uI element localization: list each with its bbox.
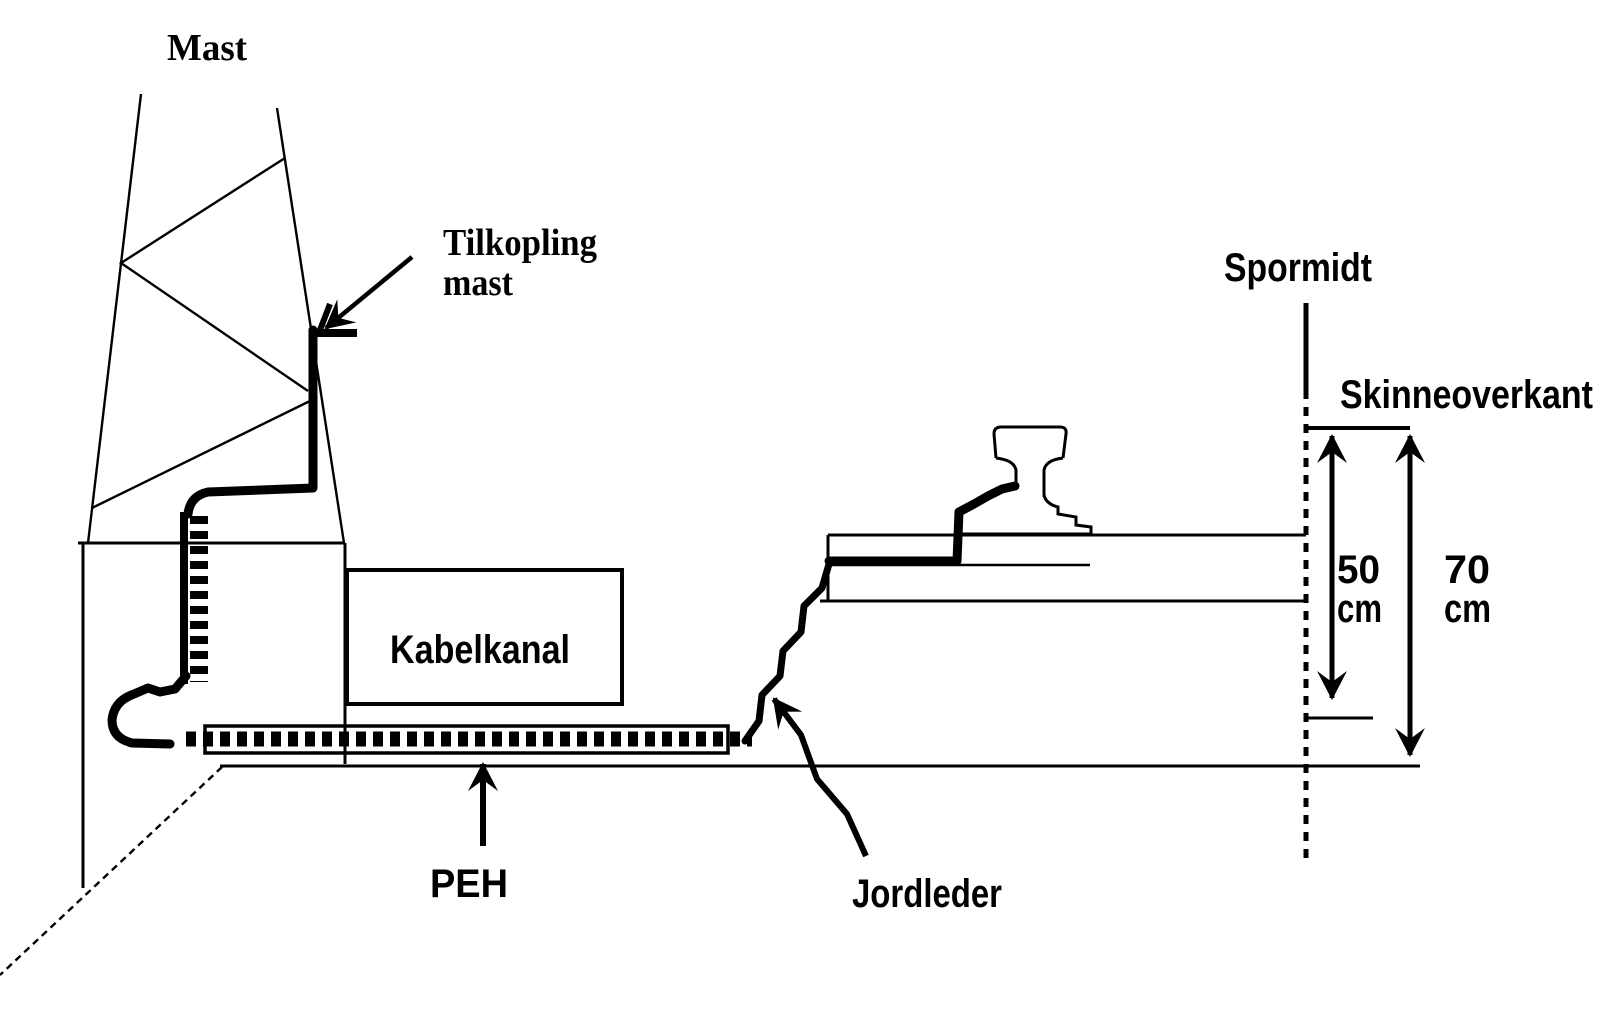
rail-foot	[957, 494, 1093, 536]
tilkopling-label-line2: mast	[443, 262, 513, 304]
mast-label: Mast	[167, 27, 247, 69]
jordleder-label: Jordleder	[852, 872, 1002, 916]
mast-right-leg	[275, 107, 346, 544]
jordleder-diagonal	[741, 560, 833, 745]
tilkopling-arrow	[324, 255, 414, 330]
dim-50-unit: cm	[1337, 587, 1382, 631]
embankment-slope-line	[0, 766, 223, 976]
rail-web-left	[995, 456, 1018, 490]
mast-left-leg	[86, 93, 143, 544]
dim-50-value: 50	[1337, 548, 1380, 592]
dim-70-unit: cm	[1444, 587, 1491, 631]
rail-profile	[957, 425, 1093, 536]
rail-web-right	[1042, 456, 1064, 497]
mast-brace-lower	[91, 398, 313, 510]
mast-brace-upper	[118, 156, 309, 392]
peh-conduit	[186, 724, 752, 755]
tilkopling-label-line1: Tilkopling	[443, 222, 597, 264]
mast-down-conductor	[183, 325, 318, 519]
spormidt-label: Spormidt	[1224, 246, 1372, 290]
jordleder-conductor	[741, 481, 1020, 745]
kabelkanal-box	[345, 568, 624, 706]
peh-conduit-outline	[203, 724, 730, 755]
peh-label: PEH	[430, 862, 508, 906]
earthing-conductor-mast	[107, 302, 357, 749]
dimensioning	[1303, 303, 1425, 858]
mast-foundation	[0, 541, 347, 976]
skinneoverkant-label: Skinneoverkant	[1340, 373, 1593, 417]
kabelkanal-label: Kabelkanal	[390, 628, 570, 672]
dim-70-value: 70	[1444, 548, 1490, 592]
conductor-end-hook	[107, 671, 191, 749]
rail-bond-conductor	[824, 481, 1020, 566]
ballast-layers	[820, 533, 1306, 603]
rail-head	[992, 425, 1068, 459]
mast-structure	[86, 93, 346, 544]
jordleder-arrow	[771, 697, 869, 858]
